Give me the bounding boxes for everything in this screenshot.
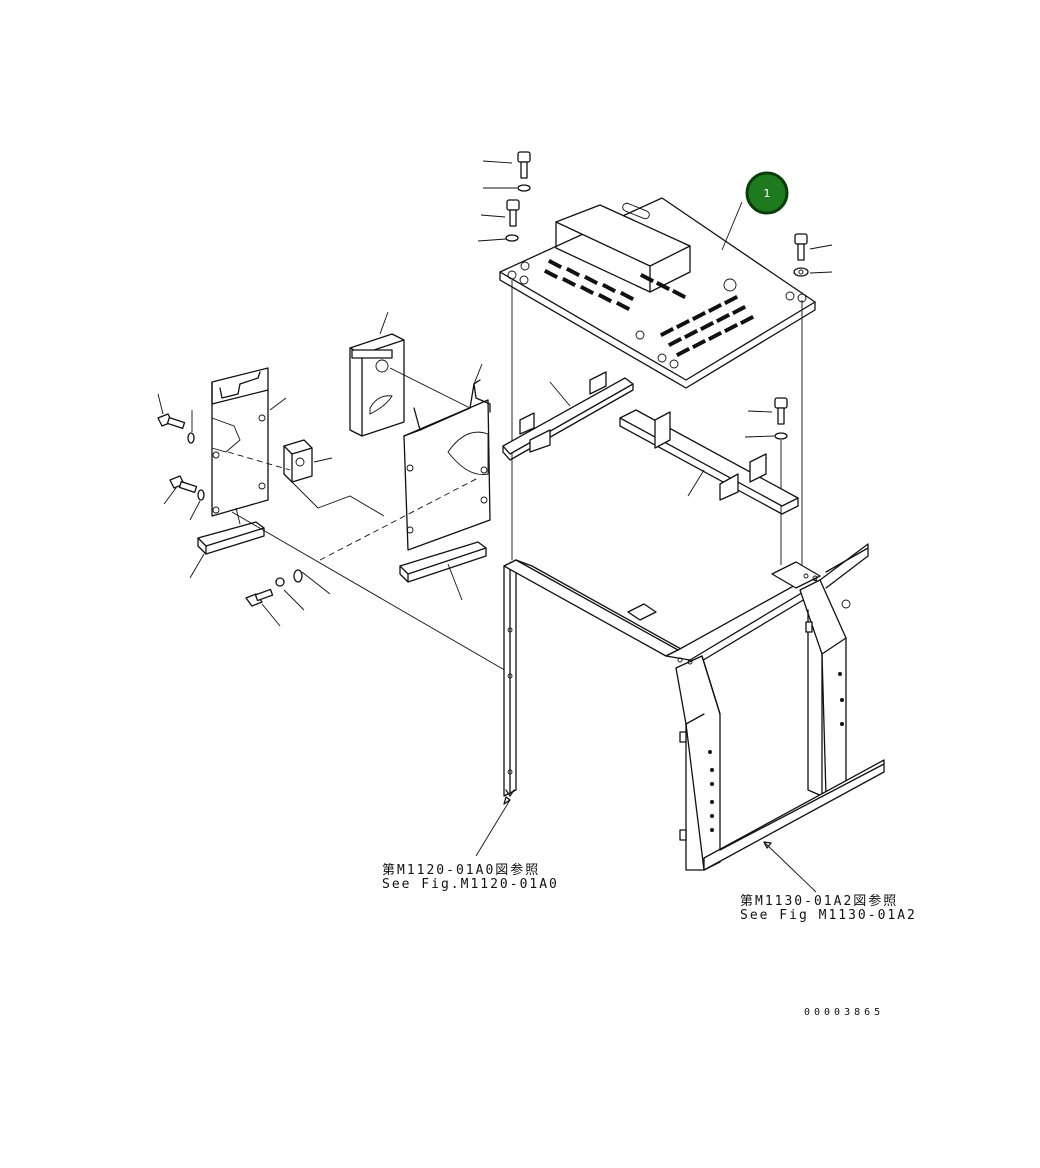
dashed-guide-1: [227, 451, 291, 471]
reference-leader-left: [475, 799, 511, 857]
rubber-pad-right[interactable]: [399, 541, 487, 601]
bracket-right[interactable]: [619, 409, 799, 515]
callout-number: 1: [764, 187, 771, 200]
side-plate-left[interactable]: [211, 367, 287, 517]
reference-right-en: See Fig M1130-01A2: [740, 908, 917, 923]
drawing-number: 00003865: [804, 1007, 885, 1018]
bolt-group-top-right[interactable]: [744, 233, 833, 440]
bolt-group-top-left[interactable]: [477, 151, 531, 242]
reference-arrow-left: [503, 796, 511, 805]
callout-badge-circle: [745, 171, 789, 215]
reference-arrow-right: [763, 841, 772, 849]
rubber-pad-left[interactable]: [189, 507, 265, 579]
bolt-group-left[interactable]: [157, 393, 331, 627]
main-frame[interactable]: [503, 543, 885, 871]
top-cover-plate[interactable]: [499, 197, 816, 389]
callout-leader: [721, 201, 743, 251]
connector-line-2: [231, 511, 509, 673]
connector-line-1: [289, 479, 385, 517]
reference-leader-right: [763, 841, 817, 893]
side-plate-right[interactable]: [403, 363, 491, 551]
reference-left-jp: 第M1120-01A0図参照: [382, 863, 541, 878]
reference-left-en: See Fig.M1120-01A0: [382, 877, 559, 892]
callout-badge[interactable]: 1: [745, 171, 789, 215]
reference-right-jp: 第M1130-01A2図参照: [740, 894, 899, 909]
bracket-left[interactable]: [502, 371, 634, 461]
connector-line-3: [389, 367, 471, 409]
spacer-block[interactable]: [283, 439, 333, 483]
clip-plate[interactable]: [349, 311, 405, 437]
